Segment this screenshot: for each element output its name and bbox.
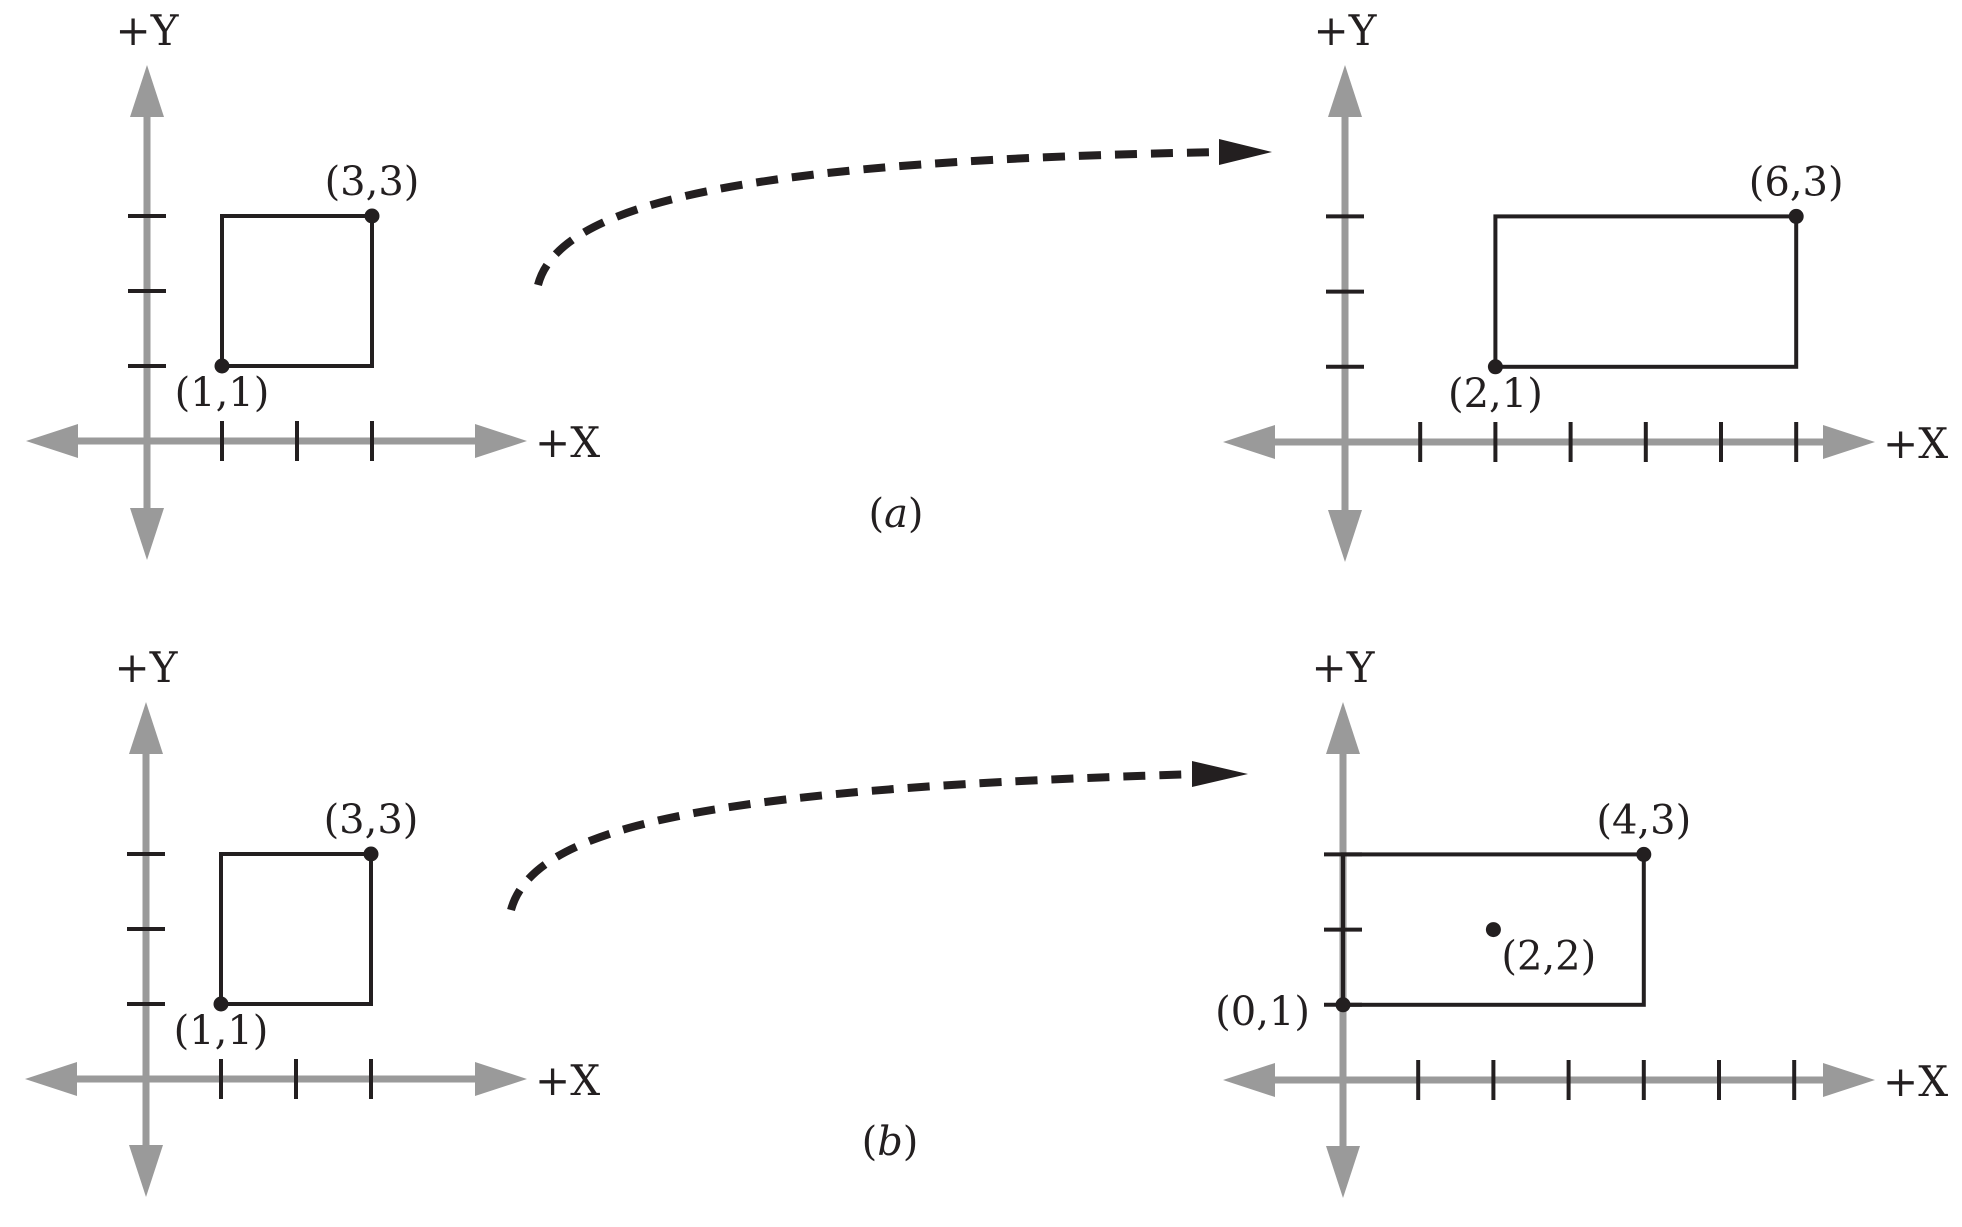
point-label: (0,1) (1215, 989, 1310, 1035)
point-label: (6,3) (1749, 159, 1844, 205)
y-axis-up-arrow-icon (1328, 65, 1362, 117)
x-axis-label: +X (1883, 419, 1948, 468)
vertex-point (1636, 846, 1652, 862)
y-axis-label: +Y (116, 6, 180, 55)
vertex-point (214, 358, 230, 374)
y-axis-label: +Y (115, 643, 179, 692)
x-axis-label: +X (535, 1056, 600, 1105)
caption-a: (a) (868, 491, 923, 537)
y-axis-up-arrow-icon (130, 65, 164, 117)
transformed-rectangle (1341, 852, 1646, 1007)
y-axis-up-arrow-icon (1326, 702, 1360, 754)
vertex-point (1335, 997, 1351, 1013)
x-axis-left-arrow-icon (26, 424, 78, 458)
x-axis-label: +X (1883, 1057, 1948, 1106)
transform-arrow-a (534, 139, 1272, 287)
panel-a-after: +X +Y (2,1) (6,3) (1223, 6, 1948, 562)
point-label: (2,2) (1501, 934, 1596, 980)
vertex-point (364, 208, 380, 224)
vertex-point (1788, 208, 1804, 224)
point-label: (1,1) (175, 370, 270, 416)
point-label: (3,3) (325, 159, 420, 205)
panel-b-after: +X +Y (0,1) (4,3) (2,2) (1215, 643, 1948, 1198)
point-label: (3,3) (324, 797, 419, 843)
x-axis-right-arrow-icon (1823, 1063, 1875, 1097)
caption-b: (b) (862, 1119, 919, 1165)
y-axis-down-arrow-icon (130, 508, 164, 560)
point-label: (1,1) (174, 1008, 269, 1054)
x-axis-label: +X (535, 418, 600, 467)
vertex-point (213, 996, 229, 1012)
transformed-rectangle (220, 214, 374, 368)
panel-b-before: +X +Y (1,1) (3,3) (25, 643, 600, 1197)
x-axis-right-arrow-icon (1823, 425, 1875, 459)
x-axis-left-arrow-icon (1223, 1063, 1275, 1097)
panel-a-before: +X +Y (1,1) (3,3) (26, 6, 600, 560)
point-label: (4,3) (1596, 797, 1691, 843)
y-axis-label: +Y (1312, 643, 1376, 692)
vertex-point (363, 846, 379, 862)
y-axis-down-arrow-icon (1328, 510, 1362, 562)
y-axis-down-arrow-icon (1326, 1146, 1360, 1198)
x-axis-left-arrow-icon (1223, 425, 1275, 459)
y-axis-label: +Y (1314, 6, 1378, 55)
coordinate-panels: +X +Y (1,1) (3,3) +X +Y (2,1) (6,3) +X +Y (1,1) (3,… (25, 6, 1948, 1198)
transformed-rectangle (219, 852, 373, 1006)
y-axis-up-arrow-icon (129, 702, 163, 754)
x-axis-right-arrow-icon (475, 1062, 527, 1096)
vertex-point (1487, 359, 1503, 375)
arrowhead-b-icon (1192, 761, 1248, 787)
x-axis-right-arrow-icon (475, 424, 527, 458)
x-axis-left-arrow-icon (25, 1062, 77, 1096)
transformed-rectangle (1493, 214, 1799, 369)
point-label: (2,1) (1448, 371, 1543, 417)
dashed-curve-b (507, 770, 1199, 912)
transform-arrow-b (507, 761, 1248, 912)
y-axis-down-arrow-icon (129, 1145, 163, 1197)
vertex-point (1485, 922, 1501, 938)
arrowhead-a-icon (1219, 139, 1272, 165)
dashed-curve-a (534, 148, 1226, 287)
